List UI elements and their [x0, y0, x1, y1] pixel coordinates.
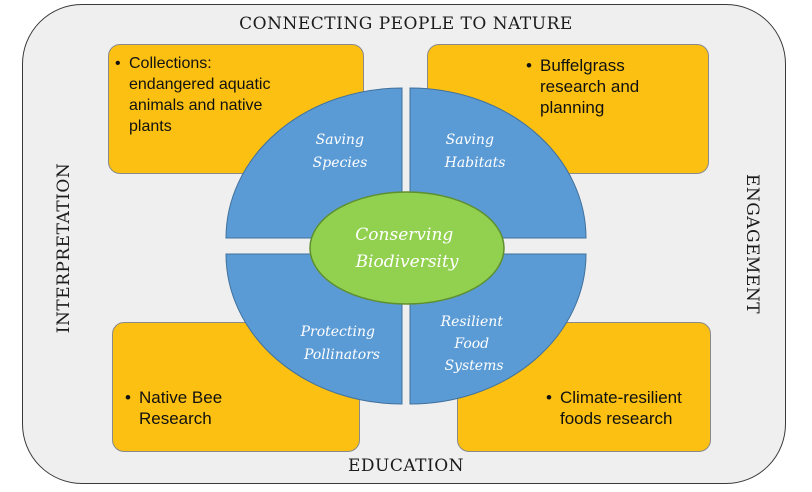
- quadrant-label-line: Species: [313, 155, 368, 171]
- box-native-bee-item: • Native Bee Research: [125, 387, 359, 429]
- box-line: endangered aquatic: [129, 76, 271, 93]
- quadrant-label-line: Systems: [444, 358, 503, 374]
- center-label-line: Conserving: [355, 225, 453, 245]
- box-line: foods research: [560, 409, 673, 428]
- center-ellipse: [309, 191, 505, 305]
- quadrant-label-line: Saving: [446, 132, 494, 148]
- box-line: Native Bee: [139, 388, 223, 407]
- box-line: research and: [540, 77, 640, 96]
- box-line: animals and native: [129, 97, 263, 114]
- box-line: planning: [540, 98, 605, 117]
- box-line: Research: [139, 409, 212, 428]
- center-label-conserving-biodiversity: Conserving Biodiversity: [355, 225, 459, 272]
- quadrant-label-line: Saving: [316, 132, 364, 148]
- bullet-icon: •: [546, 388, 552, 407]
- box-line: Climate-resilient: [560, 388, 682, 407]
- title-connecting-people-to-nature: CONNECTING PEOPLE TO NATURE: [239, 14, 573, 34]
- title-education: EDUCATION: [347, 456, 465, 476]
- quadrant-label-resilient-food-systems: Resilient Food Systems: [440, 314, 508, 374]
- quadrant-label-line: Food: [453, 336, 489, 352]
- quadrant-label-line: Habitats: [444, 155, 506, 171]
- center-label-line: Biodiversity: [355, 252, 459, 272]
- bullet-icon: •: [125, 388, 131, 407]
- bullet-icon: •: [526, 56, 532, 75]
- bullet-icon: •: [115, 55, 121, 72]
- quadrant-label-protecting-pollinators: Protecting Pollinators: [300, 324, 380, 363]
- box-collections-item: • Collections: endangered aquatic animal…: [115, 53, 363, 137]
- quadrant-label-line: Resilient: [440, 314, 504, 330]
- box-climate-resilient-item: • Climate-resilient foods research: [546, 387, 710, 429]
- box-line: plants: [129, 118, 172, 135]
- box-line: Buffelgrass: [540, 56, 625, 75]
- box-line: Collections:: [129, 55, 212, 72]
- quadrant-label-line: Pollinators: [303, 347, 380, 363]
- box-buffelgrass-item: • Buffelgrass research and planning: [526, 55, 708, 118]
- quadrant-label-line: Protecting: [300, 324, 375, 340]
- quadrant-label-saving-habitats: Saving Habitats: [444, 132, 506, 171]
- quadrant-label-saving-species: Saving Species: [313, 132, 369, 171]
